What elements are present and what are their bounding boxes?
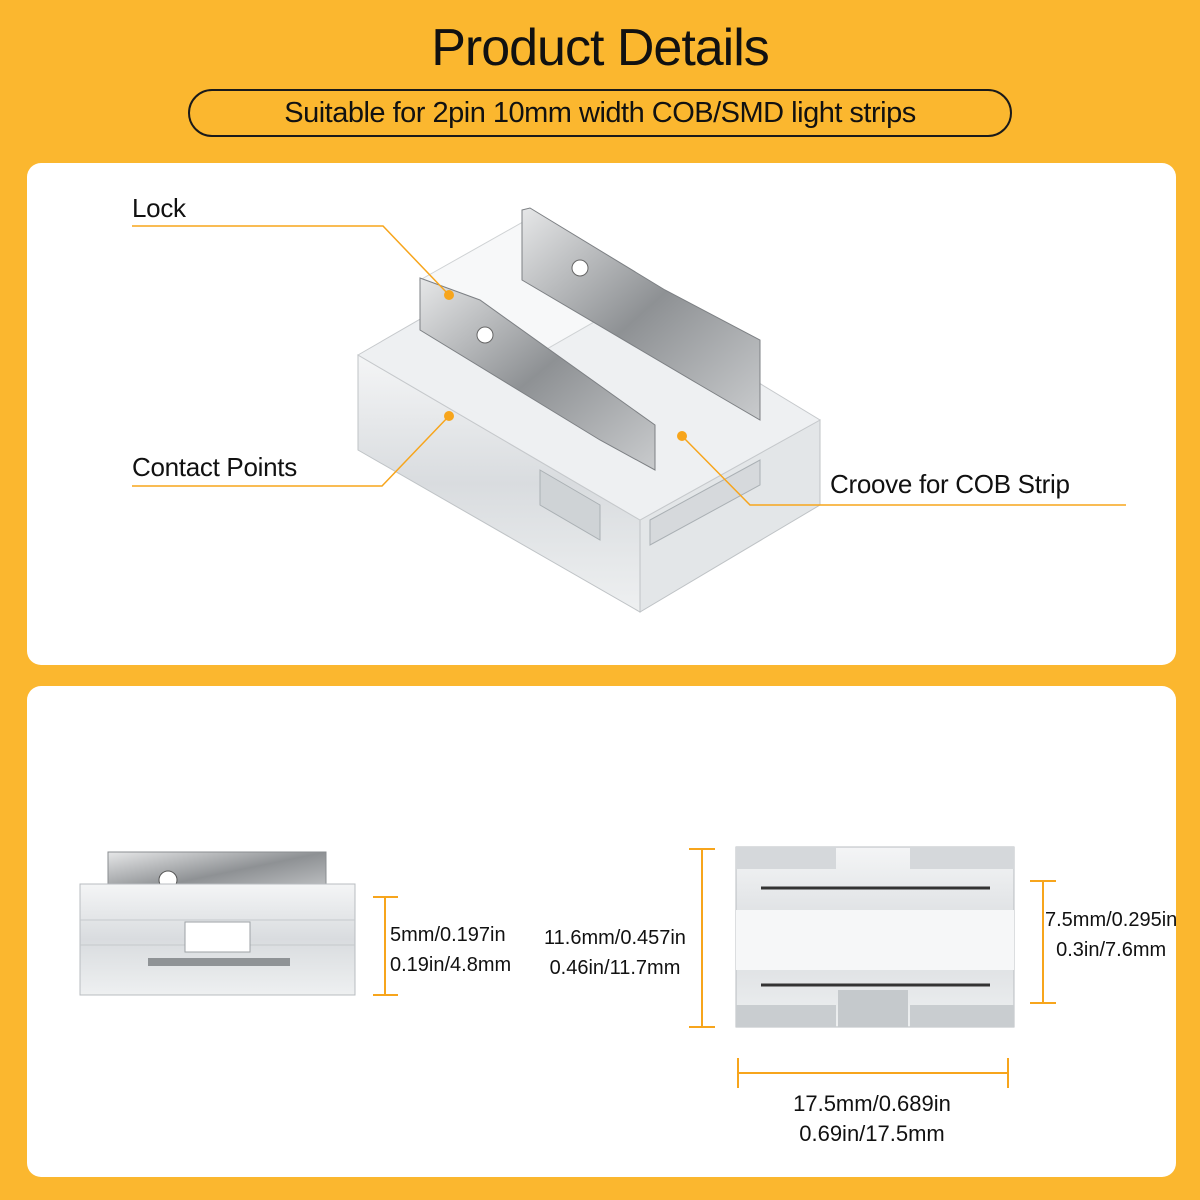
- total-height-dimension: 11.6mm/0.457in 0.46in/11.7mm: [544, 923, 686, 983]
- callout-lock: Lock: [132, 193, 186, 223]
- connector-side-view-image: [79, 851, 356, 996]
- page-title: Product Details: [431, 19, 770, 77]
- inner-height-in: 0.3in/7.6mm: [1056, 939, 1167, 961]
- callout-contact-points: Contact Points: [132, 452, 297, 482]
- total-height-in: 0.46in/11.7mm: [549, 957, 681, 979]
- connector-top-view-image: [735, 846, 1015, 1028]
- side-height-dimension: 5mm/0.197in 0.19in/4.8mm: [390, 920, 511, 980]
- side-height-mm: 5mm/0.197in: [390, 924, 506, 946]
- total-height-mm: 11.6mm/0.457in: [544, 927, 686, 949]
- callout-groove: Croove for COB Strip: [830, 469, 1070, 499]
- inner-height-dimension: 7.5mm/0.295in 0.3in/7.6mm: [1045, 905, 1177, 965]
- inner-height-mm: 7.5mm/0.295in: [1045, 909, 1178, 931]
- width-dimension: 17.5mm/0.689in 0.69in/17.5mm: [722, 1089, 1022, 1149]
- width-mm: 17.5mm/0.689in: [793, 1091, 951, 1116]
- callout-dots: [444, 290, 687, 441]
- side-height-in: 0.19in/4.8mm: [390, 954, 512, 976]
- subtitle-pill: Suitable for 2pin 10mm width COB/SMD lig…: [188, 89, 1012, 137]
- connector-3d-image: [357, 207, 821, 613]
- callout-lines: [132, 225, 1126, 506]
- dimension-lines: [373, 848, 1056, 1088]
- width-in: 0.69in/17.5mm: [799, 1121, 945, 1146]
